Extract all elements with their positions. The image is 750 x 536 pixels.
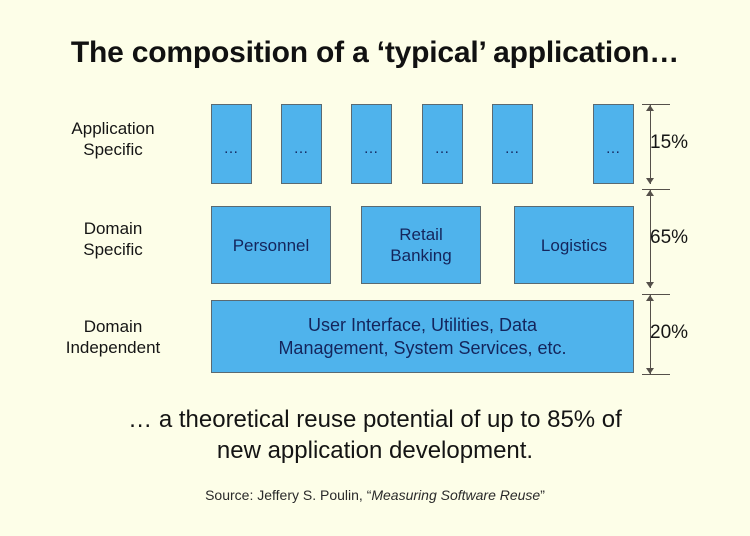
- dimension-line: [650, 294, 651, 374]
- page-title: The composition of a ‘typical’ applicati…: [70, 36, 680, 69]
- box-text: Retail Banking: [390, 224, 451, 266]
- domain-specific-box-logistics: Logistics: [514, 206, 634, 284]
- dimension-arrow-down-icon: [646, 178, 654, 184]
- box-text-line2: Banking: [390, 246, 452, 265]
- row-label-domain-independent: Domain Independent: [28, 316, 198, 358]
- application-specific-box: …: [422, 104, 463, 184]
- row-label-line2: Specific: [83, 240, 143, 259]
- row-label-line1: Domain: [83, 219, 143, 238]
- source-attribution: Source: Jeffery S. Poulin, “Measuring So…: [0, 487, 750, 503]
- dimension-tick: [642, 374, 670, 375]
- box-text-line2: Management, System Services, etc.: [278, 337, 567, 358]
- row-label-domain-specific: Domain Specific: [28, 218, 198, 260]
- dimension-tick: [642, 104, 670, 105]
- percent-label-application-specific: 15%: [650, 132, 689, 153]
- row-label-line1: Application: [71, 119, 155, 138]
- percent-label-domain-specific: 65%: [650, 227, 689, 248]
- source-prefix: Source: Jeffery S. Poulin, “: [205, 487, 372, 503]
- source-suffix: ”: [540, 487, 545, 503]
- dimension-tick: [642, 189, 670, 190]
- dimension-arrow-down-icon: [646, 368, 654, 374]
- dimension-line: [650, 189, 651, 288]
- caption: … a theoretical reuse potential of up to…: [0, 404, 750, 466]
- box-text: User Interface, Utilities, Data Manageme…: [278, 314, 566, 360]
- caption-line2: new application development.: [216, 437, 534, 464]
- box-text-line1: Retail: [399, 225, 443, 244]
- row-label-line2: Specific: [83, 140, 143, 159]
- box-text-line1: User Interface, Utilities, Data: [307, 314, 538, 335]
- caption-line1: … a theoretical reuse potential of up to…: [128, 406, 622, 433]
- row-label-line1: Domain: [83, 317, 143, 336]
- domain-specific-box-personnel: Personnel: [211, 206, 331, 284]
- domain-specific-box-retail-banking: Retail Banking: [361, 206, 481, 284]
- domain-independent-box: User Interface, Utilities, Data Manageme…: [211, 300, 634, 373]
- percent-label-domain-independent: 20%: [650, 322, 689, 343]
- application-specific-box: …: [492, 104, 533, 184]
- application-specific-box: …: [351, 104, 392, 184]
- application-specific-box: …: [211, 104, 252, 184]
- dimension-arrow-down-icon: [646, 282, 654, 288]
- row-label-line2: Independent: [65, 338, 161, 357]
- row-label-application-specific: Application Specific: [28, 118, 198, 160]
- dimension-tick: [642, 294, 670, 295]
- dimension-line: [650, 104, 651, 184]
- application-specific-box: …: [593, 104, 634, 184]
- application-specific-box: …: [281, 104, 322, 184]
- source-title: Measuring Software Reuse: [371, 487, 541, 503]
